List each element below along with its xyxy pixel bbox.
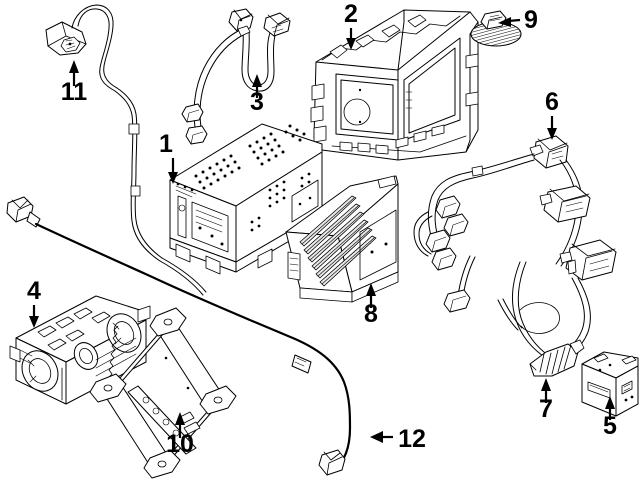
part-jumper-cable-short [181,8,291,145]
jumper-lower-terminal [185,125,208,145]
callout-8-number: 8 [364,300,378,328]
callout-2-number: 2 [344,0,358,28]
callout-7-arrowhead [541,378,551,391]
harness-branch-connectors [425,195,469,271]
callout-1-number: 1 [159,130,173,158]
bracket-mount-lug-bl [89,373,127,403]
callout-2-arrowhead [346,38,356,50]
callout-3-number: 3 [250,88,264,116]
part-wiring-harness [413,135,617,363]
callout-10: 10 [166,412,194,458]
harness-end-connector-low [443,289,471,313]
coax-right-connector [318,449,346,476]
callout-5-number: 5 [603,412,617,440]
coax-left-connector [6,196,41,228]
part-display-bezel-frame [310,9,479,161]
callout-10-arrowhead [175,412,185,425]
bracket-mount-lug-br [143,449,181,479]
part-microphone-grille [470,10,522,47]
callout-5-arrowhead [605,396,615,409]
antenna-wire-clip-2 [130,185,141,197]
callout-9-arrowhead [498,17,511,27]
part-amplifier-heatsink-module [285,175,399,303]
callout-3-arrowhead [252,74,262,87]
callout-12-number: 12 [398,425,426,453]
callout-4: 4 [27,277,41,328]
part-ribbed-connector-boot [529,339,585,377]
hvac-button-row[interactable] [37,307,111,351]
callout-2: 2 [344,0,358,50]
callout-8-arrowhead [366,283,376,296]
jumper-cable-clamp [237,25,251,37]
callout-7: 7 [539,378,553,423]
callout-4-arrowhead [29,316,39,328]
boot-ribs [539,344,572,375]
callout-3: 3 [250,74,264,116]
harness-connector-lower-right [559,239,617,281]
callout-12-arrowhead [370,431,383,443]
bracket-mount-lug-tl [149,307,187,337]
jumper-connector-a [228,8,254,32]
antenna-wire-clip [128,123,140,135]
bracket-mount-lug-tr [199,385,237,415]
callout-layer: 1 2 3 4 [27,0,617,458]
heatsink-fins [299,195,377,287]
part-climate-control-panel [9,295,151,405]
callout-6-arrowhead [547,128,557,140]
callout-4-number: 4 [27,277,41,305]
part-interface-module-box [581,351,639,417]
callout-7-number: 7 [539,395,553,423]
callout-9: 9 [498,6,538,34]
jumper-lower-terminal-2 [181,103,204,123]
callout-6: 6 [545,88,559,140]
callout-11-arrowhead [69,60,79,73]
callout-1: 1 [159,130,178,184]
coax-inline-clip [291,354,312,374]
callout-9-number: 9 [524,6,538,34]
part-antenna-lead-connector [45,4,207,296]
callout-6-number: 6 [545,88,559,116]
chassis-vent-holes [194,124,306,190]
chassis-side-vents [250,172,311,232]
jumper-connector-b [263,12,291,37]
hvac-knob-center[interactable] [70,338,103,373]
callout-11: 11 [61,60,87,106]
callout-1-arrowhead [168,172,178,184]
part-antenna-coax-cable [6,196,352,476]
part-mounting-bracket [89,307,237,479]
hvac-knob-left[interactable] [15,344,65,397]
harness-tab-clip [567,259,577,275]
callout-5: 5 [603,396,617,440]
harness-connector-upper-right [539,185,591,223]
callout-12: 12 [370,425,426,453]
callout-8: 8 [364,283,378,328]
harness-clip-a [471,165,484,177]
